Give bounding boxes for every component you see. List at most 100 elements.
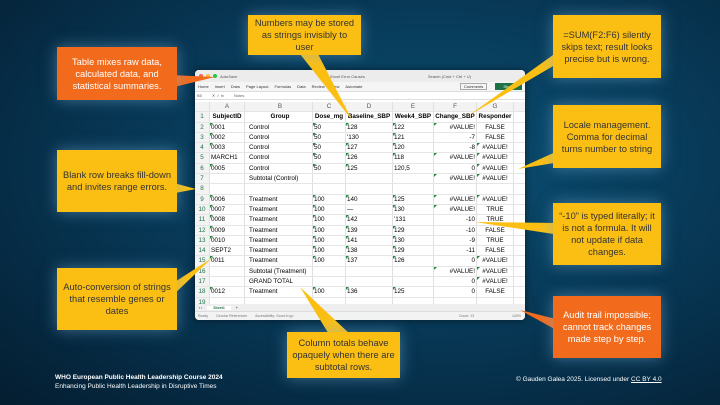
- cell[interactable]: [313, 174, 346, 184]
- cell[interactable]: [313, 277, 346, 287]
- cell[interactable]: 129: [393, 225, 434, 235]
- cell[interactable]: 50: [313, 163, 346, 174]
- cell[interactable]: 0005: [210, 163, 245, 174]
- sheet-nav[interactable]: ‹ ›: [199, 305, 203, 310]
- column-header[interactable]: G: [477, 102, 514, 112]
- column-header[interactable]: F: [434, 102, 477, 112]
- cell[interactable]: [393, 174, 434, 184]
- share-button[interactable]: Share: [495, 83, 522, 90]
- cell[interactable]: TRUE: [477, 215, 514, 225]
- cell[interactable]: 126: [393, 256, 434, 266]
- cell[interactable]: 125: [346, 163, 393, 174]
- cell[interactable]: FALSE: [477, 122, 514, 132]
- cell[interactable]: 100: [313, 256, 346, 266]
- cell[interactable]: Change_SBP: [434, 112, 477, 122]
- cell[interactable]: Treatment: [245, 246, 313, 256]
- cell[interactable]: -9: [434, 235, 477, 246]
- cell[interactable]: 0011: [210, 256, 245, 266]
- name-box[interactable]: B5: [197, 93, 202, 98]
- maximize-button[interactable]: [213, 74, 217, 78]
- cell[interactable]: [245, 184, 313, 194]
- cell[interactable]: #VALUE!: [434, 122, 477, 132]
- row-number[interactable]: 16: [195, 266, 210, 277]
- cell[interactable]: SEPT2: [210, 246, 245, 256]
- cell[interactable]: 128: [346, 122, 393, 132]
- cell[interactable]: 100: [313, 194, 346, 204]
- cell[interactable]: [393, 277, 434, 287]
- cell[interactable]: 136: [346, 287, 393, 297]
- close-button[interactable]: [199, 74, 203, 78]
- cell[interactable]: 50: [313, 132, 346, 143]
- cell[interactable]: Group: [245, 112, 313, 122]
- cell[interactable]: [393, 266, 434, 277]
- cell[interactable]: #VALUE!: [477, 163, 514, 174]
- cell[interactable]: 0: [434, 287, 477, 297]
- cell[interactable]: -10: [434, 225, 477, 235]
- row-number[interactable]: 9: [195, 194, 210, 204]
- cell[interactable]: Treatment: [245, 235, 313, 246]
- cell[interactable]: MARCH1: [210, 153, 245, 163]
- cell[interactable]: 121: [393, 132, 434, 143]
- tab-view[interactable]: View: [330, 84, 340, 89]
- cell[interactable]: [210, 266, 245, 277]
- cell[interactable]: [346, 266, 393, 277]
- cell[interactable]: 130: [393, 204, 434, 215]
- cell[interactable]: 138: [346, 246, 393, 256]
- cell[interactable]: -10: [434, 215, 477, 225]
- autosave-label[interactable]: AutoSave: [220, 73, 238, 79]
- cell[interactable]: 0001: [210, 122, 245, 132]
- cell[interactable]: 140: [346, 194, 393, 204]
- cell[interactable]: Treatment: [245, 225, 313, 235]
- row-number[interactable]: 19: [195, 297, 210, 307]
- tab-page-layout[interactable]: Page Layout: [246, 84, 269, 89]
- cell[interactable]: [477, 297, 514, 307]
- select-all[interactable]: [195, 102, 210, 112]
- cell[interactable]: 126: [346, 153, 393, 163]
- cell[interactable]: 137: [346, 256, 393, 266]
- cell[interactable]: #VALUE!: [477, 256, 514, 266]
- cell[interactable]: 125: [393, 194, 434, 204]
- cell[interactable]: GRAND TOTAL: [245, 277, 313, 287]
- cell[interactable]: [434, 297, 477, 307]
- cell[interactable]: -8: [434, 143, 477, 153]
- cell[interactable]: 100: [313, 204, 346, 215]
- cell[interactable]: 141: [346, 235, 393, 246]
- cell[interactable]: —: [346, 204, 393, 215]
- cell[interactable]: 127: [346, 143, 393, 153]
- row-number[interactable]: 18: [195, 287, 210, 297]
- row-number[interactable]: 1: [195, 112, 210, 122]
- cell[interactable]: #VALUE!: [477, 174, 514, 184]
- tab-insert[interactable]: Insert: [214, 84, 225, 89]
- cell[interactable]: [346, 184, 393, 194]
- cell[interactable]: -11: [434, 246, 477, 256]
- row-number[interactable]: 2: [195, 122, 210, 132]
- cell[interactable]: 118: [393, 153, 434, 163]
- cell[interactable]: Responder: [477, 112, 514, 122]
- cell[interactable]: 0: [434, 277, 477, 287]
- cell[interactable]: FALSE: [477, 246, 514, 256]
- minimize-button[interactable]: [206, 74, 210, 78]
- cell[interactable]: 100: [313, 235, 346, 246]
- cell[interactable]: 120,5: [393, 163, 434, 174]
- cell[interactable]: #VALUE!: [434, 153, 477, 163]
- cell[interactable]: 0008: [210, 215, 245, 225]
- cell[interactable]: [434, 184, 477, 194]
- cell[interactable]: Week4_SBP: [393, 112, 434, 122]
- cell[interactable]: 50: [313, 143, 346, 153]
- cell[interactable]: '131: [393, 215, 434, 225]
- cell[interactable]: [346, 174, 393, 184]
- tab-draw[interactable]: Draw: [230, 84, 241, 89]
- cell[interactable]: Treatment: [245, 215, 313, 225]
- row-number[interactable]: 5: [195, 153, 210, 163]
- cell[interactable]: 142: [346, 215, 393, 225]
- cell[interactable]: #VALUE!: [434, 174, 477, 184]
- cell[interactable]: Control: [245, 143, 313, 153]
- row-number[interactable]: 4: [195, 143, 210, 153]
- cell[interactable]: [313, 297, 346, 307]
- row-number[interactable]: 17: [195, 277, 210, 287]
- cell[interactable]: [346, 277, 393, 287]
- cell[interactable]: 0012: [210, 287, 245, 297]
- cell[interactable]: SubjectID: [210, 112, 245, 122]
- cell[interactable]: 0009: [210, 225, 245, 235]
- cell[interactable]: [210, 277, 245, 287]
